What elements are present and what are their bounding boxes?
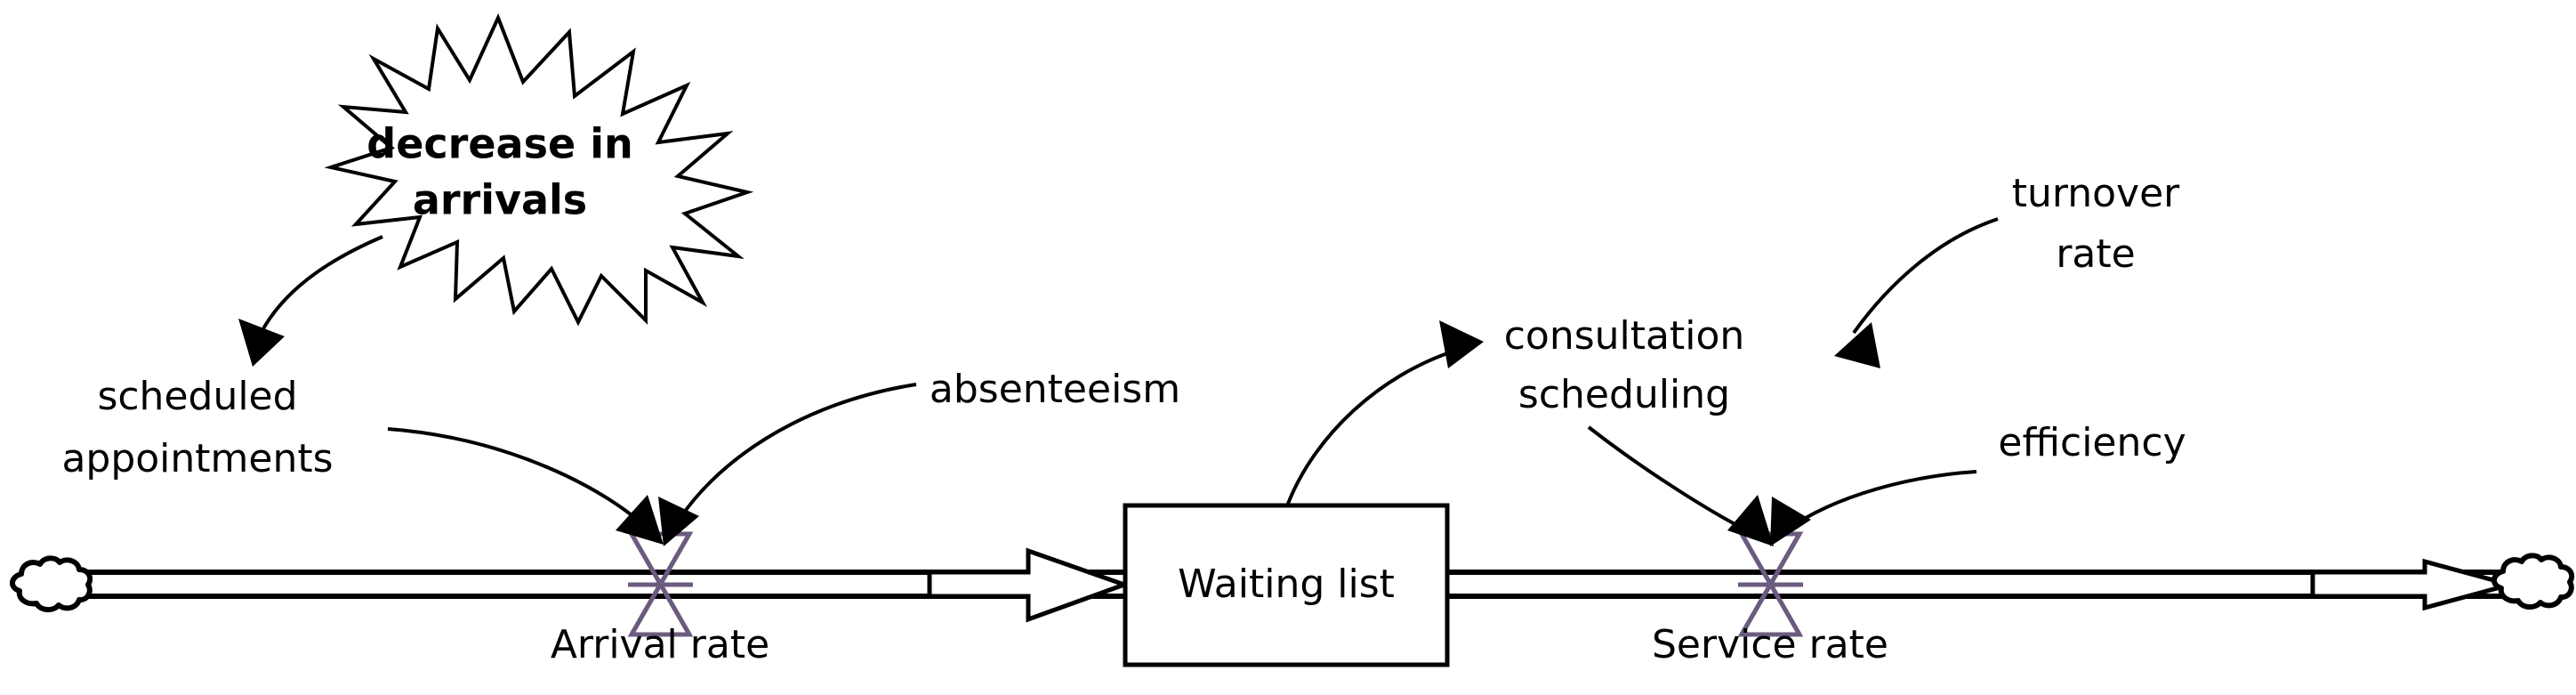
connector-turnover-rate-to-consultation-scheduling [1834,217,1999,368]
arrowhead-to-service-rate-a [1727,495,1774,546]
flow-service-rate-label: Service rate [1652,622,1888,667]
arrowhead-to-service-rate-b [1770,497,1811,546]
flow-arrowhead-outflow [2310,558,2519,611]
stock-waiting-list-label: Waiting list [1178,562,1395,607]
arrowhead-to-arrival-rate-a [616,495,664,545]
variable-scheduled-appointments-line2: appointments [61,436,333,481]
burst-decrease-in-arrivals[interactable]: decrease in arrivals [324,12,754,327]
connector-absenteeism-to-arrival-rate [658,383,917,546]
variable-consultation-scheduling-line1: consultation [1504,313,1745,359]
connector-efficiency-to-service-rate [1770,470,1977,546]
variable-turnover-rate-line2: rate [2056,231,2135,277]
arrowhead-to-arrival-rate-b [658,497,699,546]
variable-turnover-rate-line1: turnover [2012,171,2180,216]
valve-arrival-rate[interactable] [627,531,694,637]
arrowhead-to-consultation-scheduling-a [1439,320,1484,368]
flow-arrowhead-inflow [927,547,1131,623]
connector-consultation-scheduling-to-service-rate [1587,425,1774,546]
connector-burst-to-scheduled-appointments [238,235,383,367]
cloud-source [10,555,93,612]
burst-label-line1: decrease in [366,120,632,168]
arrowhead-to-scheduled-appointments [238,319,285,367]
stock-waiting-list-box[interactable] [1123,503,1450,667]
variable-efficiency-label: efficiency [1998,420,2186,465]
flow-arrival-rate-label: Arrival rate [551,622,769,667]
variable-consultation-scheduling-line2: scheduling [1518,372,1730,417]
cloud-sink [2491,553,2575,610]
valve-service-rate[interactable] [1737,531,1804,637]
arrowhead-to-consultation-scheduling-b [1834,322,1880,368]
connector-scheduled-appointments-to-arrival-rate [387,427,664,545]
connector-waiting-list-to-consultation-scheduling [1286,320,1484,505]
burst-label-line2: arrivals [413,176,587,224]
variable-absenteeism-label: absenteeism [930,367,1180,412]
variable-scheduled-appointments-line1: scheduled [97,374,297,419]
